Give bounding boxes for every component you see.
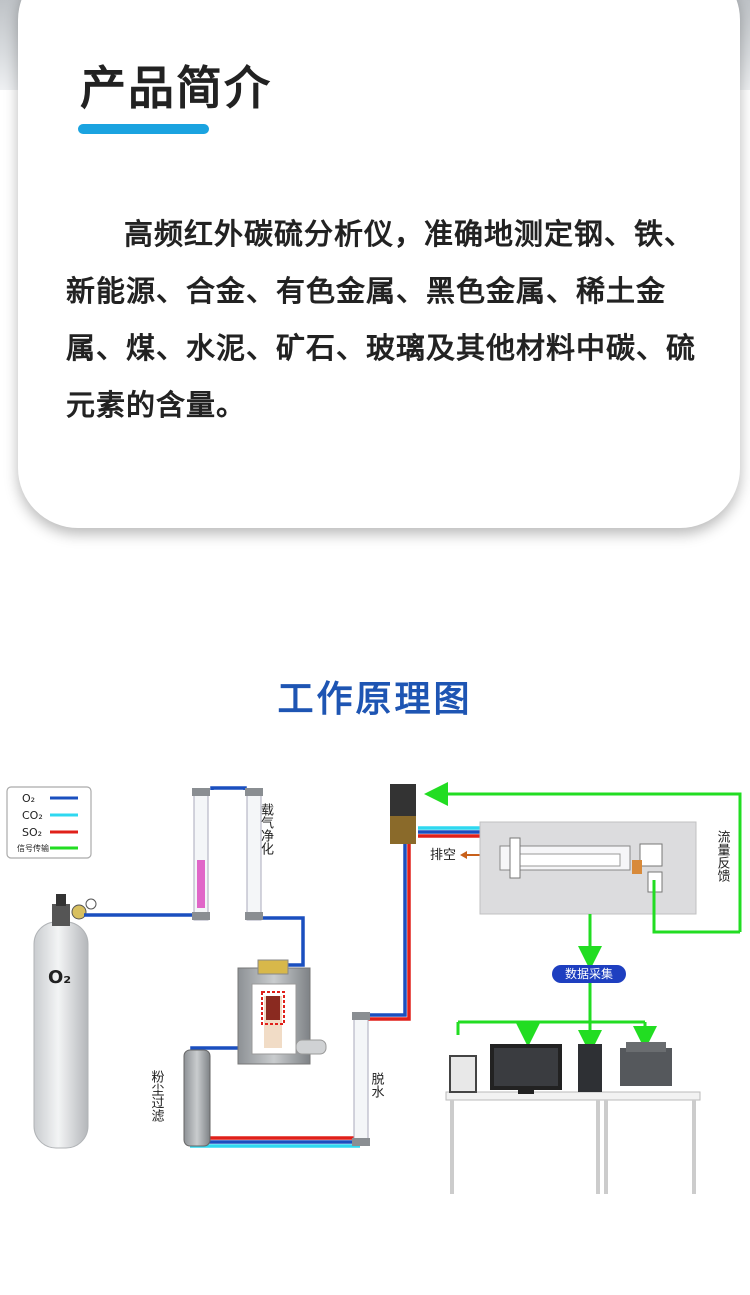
product-intro-card bbox=[18, 0, 740, 528]
dust-label: 粉尘过滤 bbox=[149, 1070, 165, 1123]
detector-panel bbox=[479, 821, 697, 915]
data-collect-badge: 数据采集 bbox=[552, 965, 626, 983]
intro-paragraph: 高频红外碳硫分析仪，准确地测定钢、铁、新能源、合金、有色金属、黑色金属、稀土金属… bbox=[66, 217, 697, 422]
legend-so2-label: SO₂ bbox=[22, 826, 42, 839]
cylinder-label: O₂ bbox=[48, 967, 71, 988]
purify-tubes: 载气净化 bbox=[192, 788, 274, 921]
exhaust-valve: 排空 bbox=[390, 784, 490, 863]
dehydrate-tube: 脱水 bbox=[352, 1012, 384, 1146]
intro-title: 产品简介 bbox=[80, 61, 272, 115]
data-collect-label: 数据采集 bbox=[565, 966, 613, 981]
title-underline bbox=[78, 124, 209, 134]
legend: O₂ CO₂ SO₂ 信号传输 bbox=[6, 786, 92, 859]
principle-title: 工作原理图 bbox=[277, 679, 473, 720]
induction-furnace bbox=[237, 959, 327, 1065]
legend-signal-label: 信号传输 bbox=[17, 843, 49, 853]
signal-lines bbox=[424, 782, 742, 1054]
workstation bbox=[445, 1042, 701, 1194]
oxygen-cylinder: O₂ bbox=[33, 894, 97, 1149]
legend-co2-label: CO₂ bbox=[22, 809, 43, 822]
legend-o2-label: O₂ bbox=[22, 792, 35, 805]
dust-filter: 粉尘过滤 bbox=[149, 1049, 211, 1147]
dehydrate-label: 脱水 bbox=[369, 1072, 385, 1098]
exhaust-label: 排空 bbox=[430, 848, 456, 863]
principle-diagram: O₂ CO₂ SO₂ 信号传输 O₂ bbox=[6, 782, 742, 1194]
flow-feedback-label: 流量反馈 bbox=[715, 830, 731, 882]
